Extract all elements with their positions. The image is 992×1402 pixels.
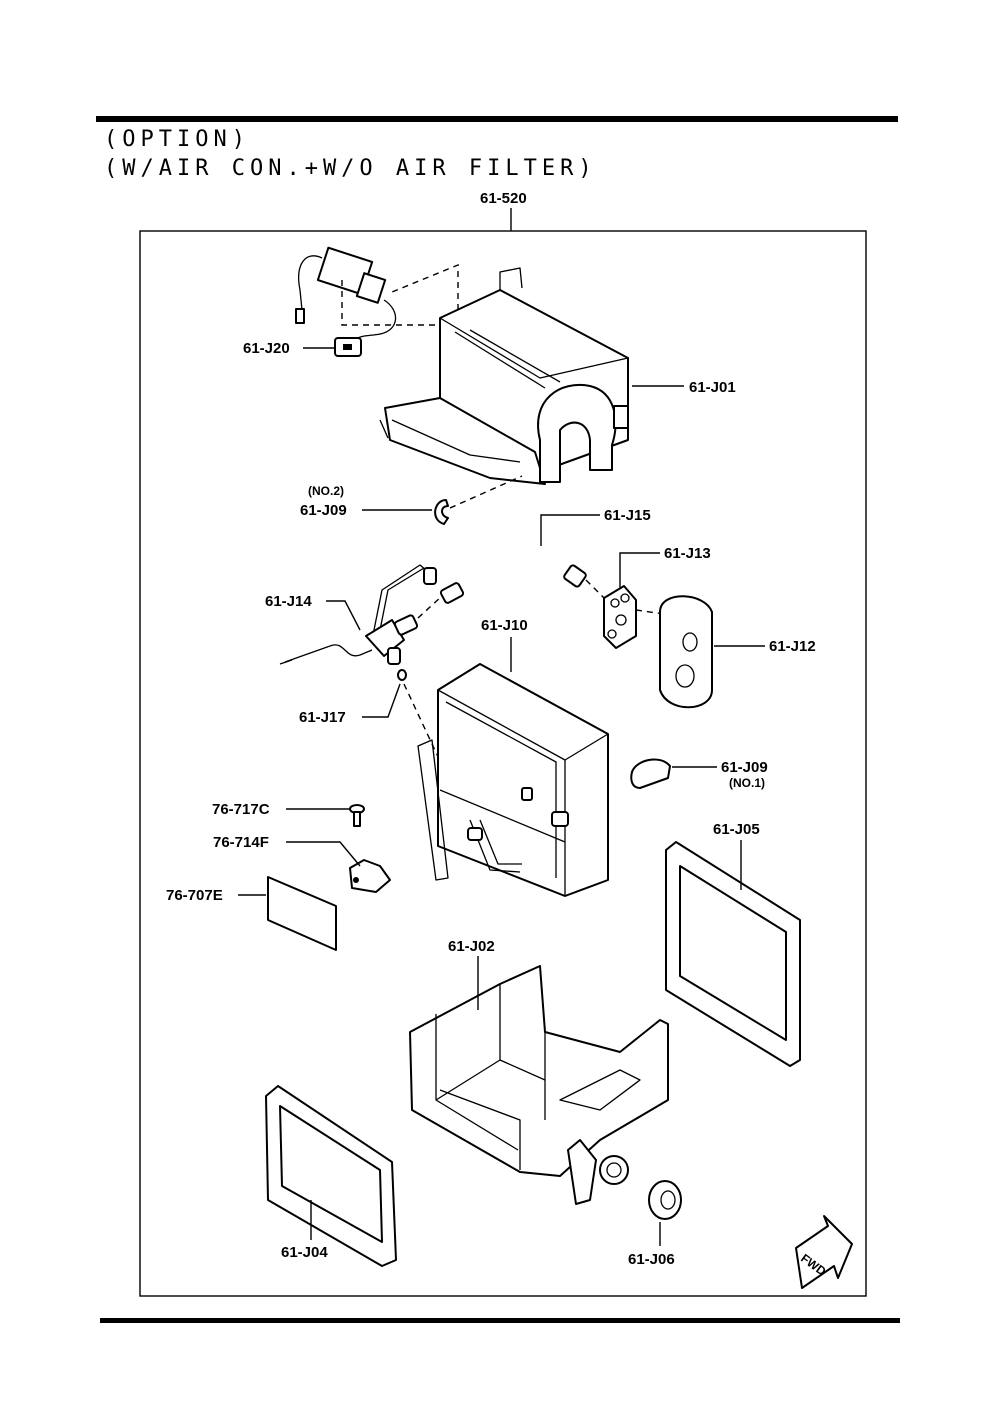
part-61-j20-sensor (295, 246, 397, 357)
callout-61-j17: 61-J17 (299, 709, 346, 726)
leader-61-j14 (326, 600, 361, 631)
dashed-clip-guide (449, 475, 523, 509)
callout-76-717c: 76-717C (212, 801, 270, 818)
part-61-j12-insulator (659, 595, 713, 709)
callout-61-j09-no2-note: (NO.2) (308, 484, 344, 498)
header-option: (OPTION) (104, 127, 250, 152)
callout-61-j20: 61-J20 (243, 340, 290, 357)
callout-61-j14: 61-J14 (265, 593, 312, 610)
callout-61-j09-no1-note: (NO.1) (729, 776, 765, 790)
dashed-o-ring-guide (403, 683, 476, 837)
part-61-j13-gasket (603, 585, 637, 649)
part-61-j17-o-ring (397, 669, 407, 681)
leader-76-714f (286, 841, 361, 867)
callout-76-707e: 76-707E (166, 887, 223, 904)
callout-61-j09-no2: 61-J09 (300, 502, 347, 519)
part-61-j09-no2-clip (434, 499, 449, 525)
callout-61-j12: 61-J12 (769, 638, 816, 655)
assembly-frame (139, 230, 867, 1297)
leader-61-j15 (540, 514, 600, 546)
callout-61-j05: 61-J05 (713, 821, 760, 838)
part-61-j04-seal (265, 1085, 397, 1267)
assembly-label: 61-520 (480, 190, 527, 207)
part-61-j14-expansion-valve (279, 564, 437, 665)
callout-61-j09-no1: 61-J09 (721, 759, 768, 776)
part-61-j09-no1-clip (630, 758, 671, 789)
dashed-gasket-guide (585, 579, 605, 599)
callout-61-j15: 61-J15 (604, 507, 651, 524)
leader-61-j13 (619, 552, 660, 588)
callout-61-j04: 61-J04 (281, 1244, 328, 1261)
callout-76-714f: 76-714F (213, 834, 269, 851)
top-rule (96, 116, 898, 122)
header-condition: (W/AIR CON.+W/O AIR FILTER) (104, 156, 597, 181)
part-76-714f-bracket (349, 859, 391, 893)
callout-61-j01: 61-J01 (689, 379, 736, 396)
part-61-j05-seal (665, 841, 801, 1067)
part-61-j01-upper-case (379, 267, 629, 485)
part-61-j10-evaporator (417, 663, 609, 897)
fwd-arrow-icon: FWD (795, 1215, 853, 1289)
callout-61-j02: 61-J02 (448, 938, 495, 955)
callout-61-j13: 61-J13 (664, 545, 711, 562)
bottom-rule (100, 1318, 900, 1323)
callout-61-j06: 61-J06 (628, 1251, 675, 1268)
leader-61-j17 (362, 683, 401, 718)
part-61-j02-lower-case (409, 965, 669, 1205)
part-76-707e-label (267, 876, 337, 951)
part-76-717c-screw (349, 804, 365, 827)
part-61-j06-grommet (648, 1180, 682, 1220)
dashed-sensor-guide (341, 263, 459, 326)
callout-61-j10: 61-J10 (481, 617, 528, 634)
dashed-valve-guide (417, 595, 443, 619)
part-61-j15-pipe (439, 544, 587, 604)
